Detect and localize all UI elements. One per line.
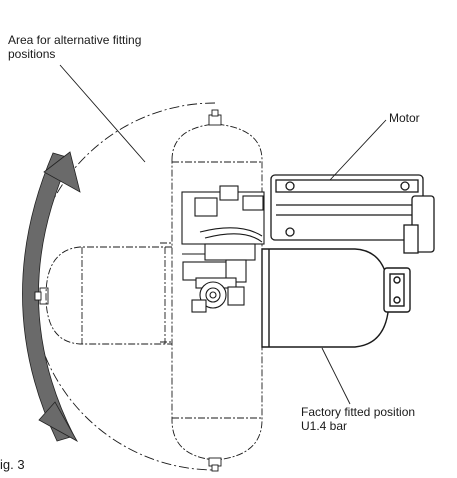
leader-lines [59, 64, 387, 405]
pump-valve-assembly [181, 185, 265, 313]
vessel-factory-fitted [261, 248, 411, 348]
label-alternative-area-line2: positions [8, 47, 56, 61]
vessel-vertical-alternative [160, 123, 263, 461]
label-factory-fitted: Factory fitted position U1.4 bar [301, 405, 415, 433]
rotation-arrow [22, 151, 81, 443]
motor-housing [270, 174, 435, 254]
figure-caption: ig. 3 [0, 457, 25, 472]
label-factory-line2: U1.4 bar [301, 419, 348, 433]
vessel-nipples [34, 109, 222, 472]
label-alternative-area-line1: Area for alternative fitting [8, 33, 142, 47]
vessel-horizontal-alternative [45, 246, 172, 345]
label-factory-line1: Factory fitted position [301, 405, 416, 419]
label-motor: Motor [389, 111, 420, 125]
label-alternative-area: Area for alternative fitting positions [8, 33, 141, 61]
